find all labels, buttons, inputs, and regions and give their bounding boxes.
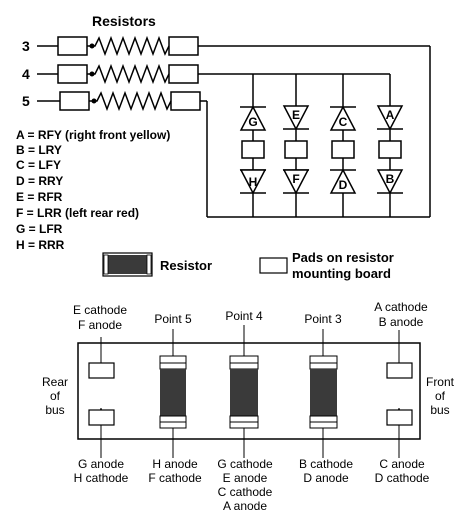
legend-line: B = LRY (16, 143, 62, 157)
pad-bottom-right (386, 409, 413, 426)
pad-top-right (386, 362, 413, 379)
pin-label: D anode (303, 471, 349, 485)
legend-line: D = RRY (16, 174, 63, 188)
diode-legend: A = RFY (right front yellow) B = LRY C =… (16, 128, 170, 252)
pin-label: Point 3 (304, 312, 342, 326)
rear-of-bus-label: Rear of bus (42, 375, 68, 417)
diode-label-g: G (248, 115, 257, 129)
svg-text:Rear: Rear (42, 375, 68, 389)
diode-letters: G E C A H F D B (248, 108, 394, 192)
pin-label: G cathode (217, 457, 273, 471)
board-resistor-point-4 (229, 355, 259, 429)
resistors-title: Resistors (92, 13, 156, 29)
diode-column-g-h (239, 105, 267, 195)
legend-line: C = LFY (16, 158, 61, 172)
pad-top-left (88, 362, 115, 379)
pin-label: C anode (379, 457, 425, 471)
top-pin-labels: E cathode F anode Point 5 Point 4 Point … (73, 300, 428, 332)
legend-line: H = RRR (16, 238, 65, 252)
svg-text:of: of (50, 389, 61, 403)
legend-line: G = LFR (16, 222, 63, 236)
pin-label: Point 4 (225, 309, 263, 323)
pin-label: A cathode (374, 300, 428, 314)
leader-lines (100, 325, 400, 458)
pin-label: C cathode (218, 485, 273, 499)
legend-line: E = RFR (16, 190, 63, 204)
diode-label-f: F (292, 172, 299, 186)
input-label-4: 4 (22, 66, 30, 82)
pad-key-label: Pads on resistor (292, 250, 394, 265)
pin-label: E cathode (73, 303, 127, 317)
svg-text:bus: bus (45, 403, 64, 417)
component-key: Resistor Pads on resistor mounting board (102, 250, 394, 281)
front-of-bus-label: Front of bus (426, 375, 455, 417)
input-label-3: 3 (22, 38, 30, 54)
pin-label: H anode (152, 457, 198, 471)
resistor-row-5 (37, 90, 390, 218)
svg-text:Front: Front (426, 375, 455, 389)
resistor-row-4 (37, 63, 390, 85)
pin-label: A anode (223, 499, 267, 513)
legend-line: F = LRR (left rear red) (16, 206, 139, 220)
diode-column-a-b (376, 105, 404, 195)
pad-key-symbol (259, 257, 288, 274)
resistor-key-label: Resistor (160, 258, 212, 273)
board-resistor-point-5 (159, 355, 187, 429)
pin-label: G anode (78, 457, 124, 471)
svg-text:of: of (435, 389, 446, 403)
pin-label: F anode (78, 318, 122, 332)
pin-label: F cathode (148, 471, 202, 485)
resistor-row-3 (37, 35, 430, 57)
pin-label: D cathode (375, 471, 430, 485)
pin-label: Point 5 (154, 312, 192, 326)
svg-text:bus: bus (430, 403, 449, 417)
resistor-key-symbol (102, 252, 153, 277)
pin-label: E anode (223, 471, 268, 485)
diode-label-c: C (339, 115, 348, 129)
board-resistor-point-3 (309, 355, 338, 429)
diode-label-d: D (339, 178, 348, 192)
diode-label-a: A (386, 108, 395, 122)
diode-label-e: E (292, 108, 300, 122)
pin-label: B cathode (299, 457, 353, 471)
resistor-rows (37, 35, 431, 218)
diode-column-c-d (329, 105, 357, 194)
diode-label-b: B (386, 172, 395, 186)
input-label-5: 5 (22, 93, 30, 109)
diode-label-h: H (249, 175, 258, 189)
bottom-pin-labels: G anode H cathode H anode F cathode G ca… (74, 457, 430, 513)
pad-bottom-left (88, 409, 115, 426)
diode-column-e-f (282, 105, 310, 195)
pin-label: H cathode (74, 471, 129, 485)
pad-key-label: mounting board (292, 266, 391, 281)
mounting-board: Rear of bus Front of bus E cathode F ano… (42, 300, 455, 513)
pin-label: B anode (379, 315, 424, 329)
legend-line: A = RFY (right front yellow) (16, 128, 170, 142)
